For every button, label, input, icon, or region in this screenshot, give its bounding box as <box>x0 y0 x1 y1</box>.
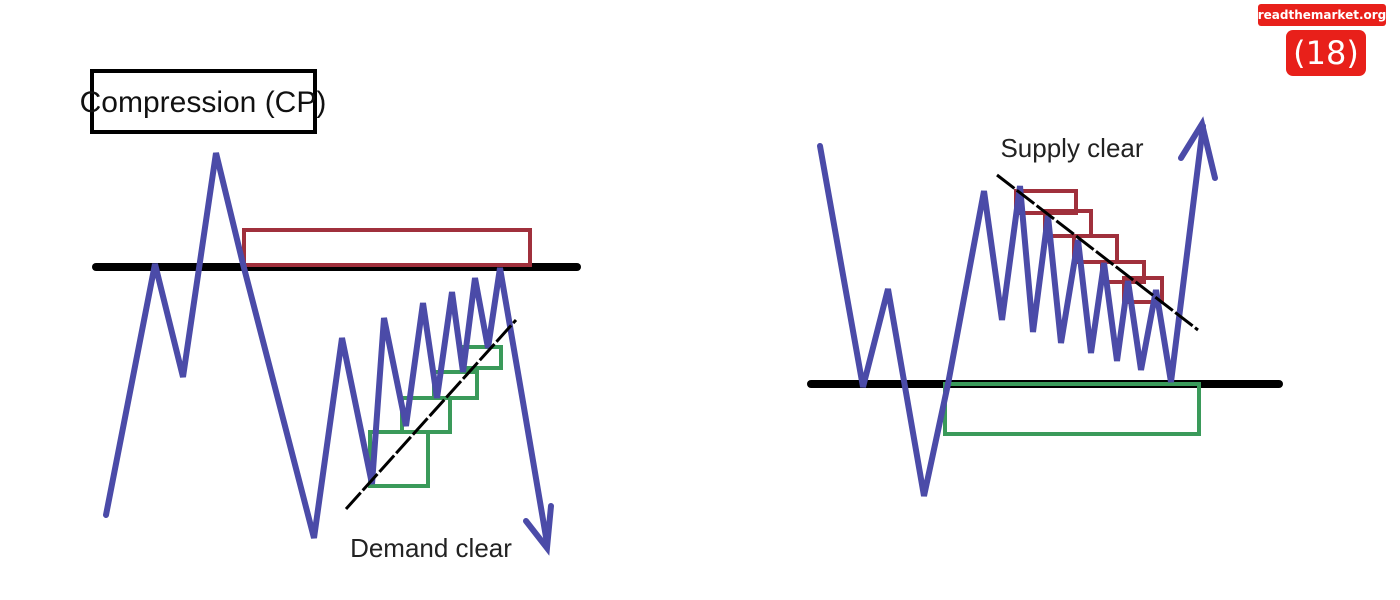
title-box: Compression (CP) <box>80 69 327 134</box>
up-arrow-icon <box>1178 116 1218 181</box>
demand-clear-label: Demand clear <box>350 533 512 563</box>
supply-clear-label: Supply clear <box>1000 133 1143 163</box>
demand-zone-1 <box>368 430 430 488</box>
right-price-path <box>817 123 1206 497</box>
left-price-path <box>103 152 550 546</box>
page-number-badge: (18) <box>1286 30 1366 76</box>
title-label: Compression (CP) <box>80 86 327 119</box>
supply-zone <box>242 228 532 267</box>
right-panel: Supply clear <box>807 116 1283 497</box>
supply-trendline <box>996 173 1199 332</box>
site-badge: readthemarket.org <box>1258 4 1386 26</box>
left-panel: Demand clear <box>92 152 581 563</box>
demand-zone <box>943 382 1201 436</box>
down-arrow-icon <box>523 503 554 556</box>
demand-trendline <box>344 318 518 511</box>
